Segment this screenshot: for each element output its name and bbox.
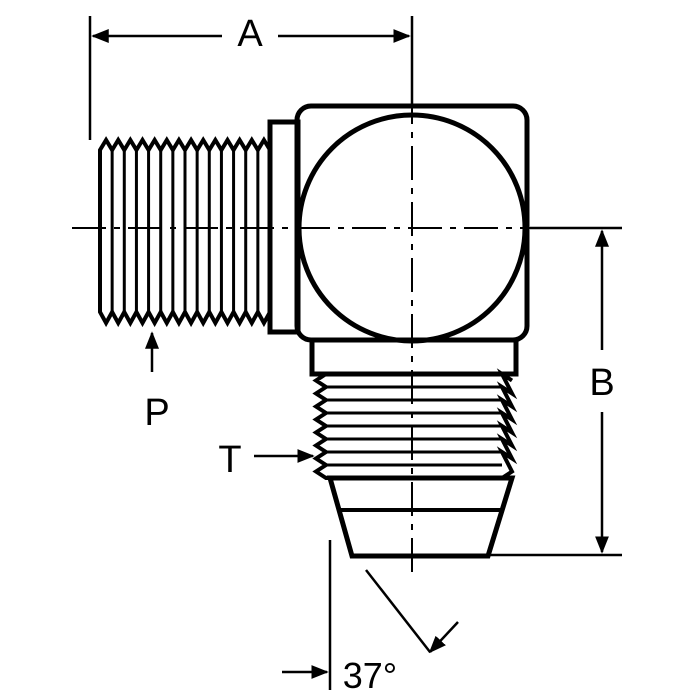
dimension-b-label: B: [589, 362, 614, 404]
tube-thread-label: T: [218, 439, 241, 481]
tube-thread: [312, 368, 518, 480]
dimension-a: [88, 16, 414, 140]
flare-angle-dimension: [282, 540, 459, 690]
flare-angle-label: 37°: [343, 655, 397, 696]
flare-nose: [326, 475, 516, 559]
centerlines: [72, 90, 622, 575]
tube-neck: [309, 337, 519, 377]
dimension-a-label: A: [237, 13, 263, 55]
pipe-thread: [98, 136, 272, 328]
dimension-b: [490, 226, 622, 557]
pipe-thread-label: P: [144, 392, 169, 434]
